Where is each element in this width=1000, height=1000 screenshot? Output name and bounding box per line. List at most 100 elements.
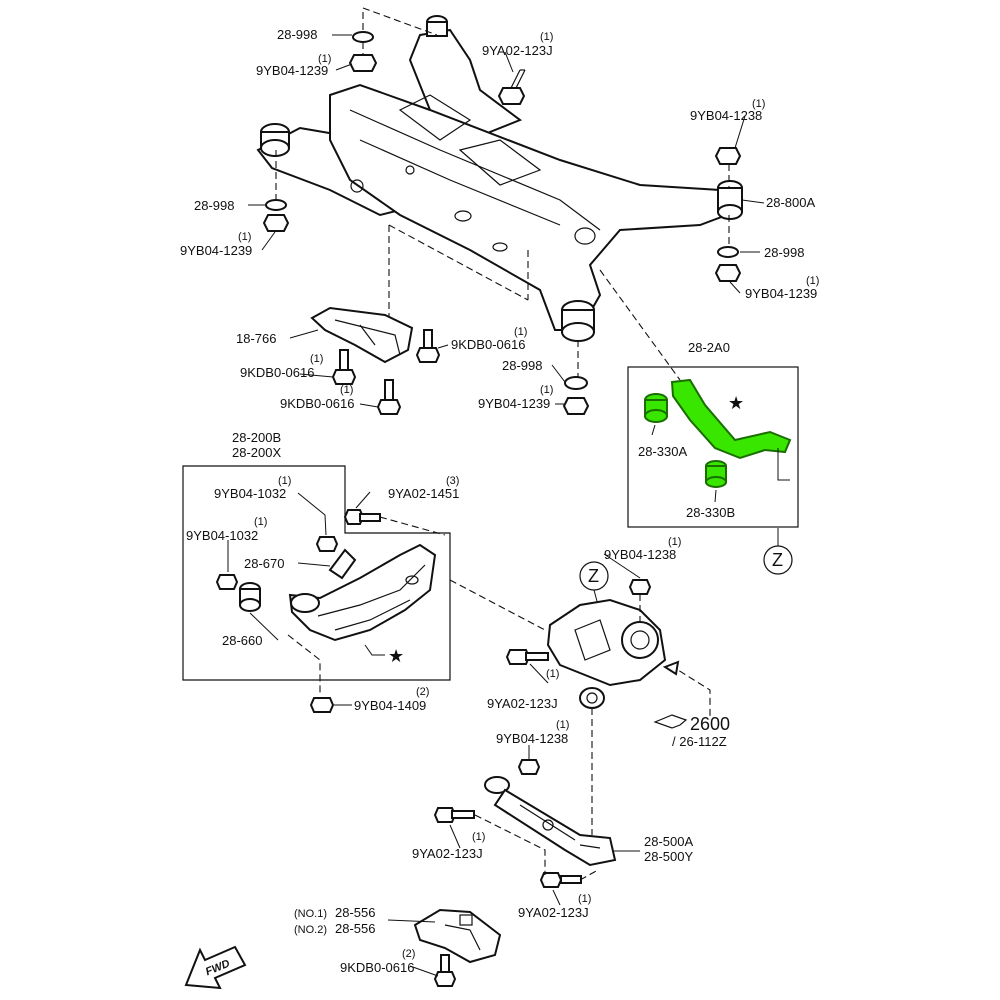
- nut-9yb04-1239-b: [262, 214, 290, 232]
- bushing-28-660: [239, 598, 261, 612]
- label-9kdb0-0616-a: 9KDB0-0616: [240, 365, 314, 380]
- nut-9yb04-1238-b: [628, 579, 652, 595]
- callout-z-knuckle: Z: [579, 561, 609, 606]
- label-9ya02-1451: 9YA02-1451: [388, 486, 459, 501]
- nut-9yb04-1239-d: [562, 397, 590, 415]
- svg-text:(NO.1): (NO.1): [294, 908, 327, 920]
- label-28-500a: 28-500A: [644, 834, 693, 849]
- bolt-9ya02-1451-head: [343, 509, 365, 525]
- label-28-200x: 28-200X: [232, 445, 281, 460]
- nut-9yb04-1409: [309, 697, 335, 713]
- label-28-200b: 28-200B: [232, 430, 281, 445]
- star-mark-b: ★: [388, 646, 404, 666]
- label-28-330a: 28-330A: [638, 444, 687, 459]
- box-28-200b: ★: [182, 465, 546, 695]
- bushing-28-330a: [644, 409, 668, 423]
- bolt-9ya02-123j-c-head: [433, 807, 457, 823]
- bolt-9ya02-123j-b-head: [505, 649, 531, 665]
- label-9kdb0-0616-d: 9KDB0-0616: [340, 960, 414, 975]
- washer-28-998-d: [564, 376, 588, 390]
- stopper-28-670: [328, 548, 357, 580]
- label-9yb04-1239-d: 9YB04-1239: [478, 396, 550, 411]
- washer-28-998-a: [352, 31, 374, 43]
- label-26-112z: / 26-112Z: [672, 734, 727, 749]
- svg-text:(1): (1): [310, 353, 323, 365]
- bushing-28-330b: [705, 476, 727, 488]
- callout-z-right: Z: [763, 528, 793, 575]
- label-9kdb0-0616-c: 9KDB0-0616: [280, 396, 354, 411]
- bolt-9ya02-123j-d-head: [539, 872, 563, 888]
- nut-9yb04-1239-a: [348, 54, 378, 72]
- svg-text:(1): (1): [806, 275, 819, 287]
- label-2600: 2600: [690, 714, 730, 734]
- label-28-998-a: 28-998: [277, 27, 317, 42]
- alignment-lines-top: [275, 7, 730, 381]
- svg-text:(1): (1): [540, 384, 553, 396]
- svg-text:(1): (1): [540, 31, 553, 43]
- label-28-800a: 28-800A: [766, 195, 815, 210]
- label-9yb04-1239-a: 9YB04-1239: [256, 63, 328, 78]
- label-9yb04-1239-c: 9YB04-1239: [745, 286, 817, 301]
- label-9ya02-123j-d: 9YA02-123J: [518, 905, 589, 920]
- box-28-2a0: ★: [627, 366, 799, 528]
- label-9kdb0-0616-b: 9KDB0-0616: [451, 337, 525, 352]
- svg-text:(1): (1): [340, 384, 353, 396]
- label-9yb04-1238-a: 9YB04-1238: [690, 108, 762, 123]
- svg-text:(1): (1): [514, 326, 527, 338]
- label-9ya02-123j-a: 9YA02-123J: [482, 43, 553, 58]
- svg-text:(1): (1): [254, 516, 267, 528]
- part-labels: 28-998 (1) 9YB04-1239 (1) 9YA02-123J (1)…: [180, 27, 819, 975]
- label-9yb04-1239-b: 9YB04-1239: [180, 243, 252, 258]
- nut-9yb04-1238-c: [517, 759, 541, 775]
- label-28-998-d: 28-998: [502, 358, 542, 373]
- svg-text:(1): (1): [472, 831, 485, 843]
- rear-crossmember: [256, 15, 743, 342]
- label-9ya02-123j-b: 9YA02-123J: [487, 696, 558, 711]
- upper-arm-28-2a0: [670, 378, 792, 460]
- svg-text:(1): (1): [278, 475, 291, 487]
- svg-text:(1): (1): [546, 668, 559, 680]
- nut-9yb04-1239-c: [714, 264, 742, 282]
- label-9yb04-1409: 9YB04-1409: [354, 698, 426, 713]
- bolt-9kdb0-0616-d-head: [433, 971, 457, 987]
- label-9yb04-1032-a: 9YB04-1032: [214, 486, 286, 501]
- label-28-670: 28-670: [244, 556, 284, 571]
- bolt-9kdb0-0616-c-head: [376, 399, 402, 415]
- svg-text:(NO.2): (NO.2): [294, 924, 327, 936]
- bracket-28-556: [413, 908, 502, 987]
- nut-9yb04-1032-a: [315, 536, 339, 552]
- label-9yb04-1032-b: 9YB04-1032: [186, 528, 258, 543]
- label-28-998-b: 28-998: [194, 198, 234, 213]
- reference-pointer-icon: [653, 714, 688, 729]
- label-28-556-no1: 28-556: [335, 905, 375, 920]
- label-9yb04-1238-c: 9YB04-1238: [496, 731, 568, 746]
- svg-text:(1): (1): [752, 98, 765, 110]
- svg-text:Z: Z: [772, 550, 783, 570]
- label-28-500y: 28-500Y: [644, 849, 693, 864]
- lower-arm-28-200b: [288, 543, 437, 642]
- label-9yb04-1238-b: 9YB04-1238: [604, 547, 676, 562]
- washer-28-998-c: [717, 246, 739, 258]
- label-28-660: 28-660: [222, 633, 262, 648]
- washer-28-998-b: [265, 199, 287, 211]
- nut-9yb04-1238-a: [714, 147, 742, 165]
- nut-9yb04-1032-b: [215, 574, 239, 590]
- label-9ya02-123j-c: 9YA02-123J: [412, 846, 483, 861]
- fwd-arrow-icon: FWD: [184, 945, 247, 990]
- svg-text:(3): (3): [446, 475, 459, 487]
- svg-text:(1): (1): [578, 893, 591, 905]
- label-28-556-no2: 28-556: [335, 921, 375, 936]
- svg-text:(1): (1): [238, 231, 251, 243]
- crossmember-fasteners: [262, 31, 742, 415]
- svg-text:(1): (1): [556, 719, 569, 731]
- svg-text:(2): (2): [402, 948, 415, 960]
- svg-text:(2): (2): [416, 686, 429, 698]
- rear-knuckle-2600: [505, 579, 711, 835]
- bolt-9ya02-123j-a-head: [497, 87, 526, 105]
- star-mark-a: ★: [728, 393, 744, 413]
- leader-lines: [227, 34, 765, 977]
- svg-text:Z: Z: [588, 566, 599, 586]
- svg-text:(1): (1): [318, 53, 331, 65]
- label-28-2a0: 28-2A0: [688, 340, 730, 355]
